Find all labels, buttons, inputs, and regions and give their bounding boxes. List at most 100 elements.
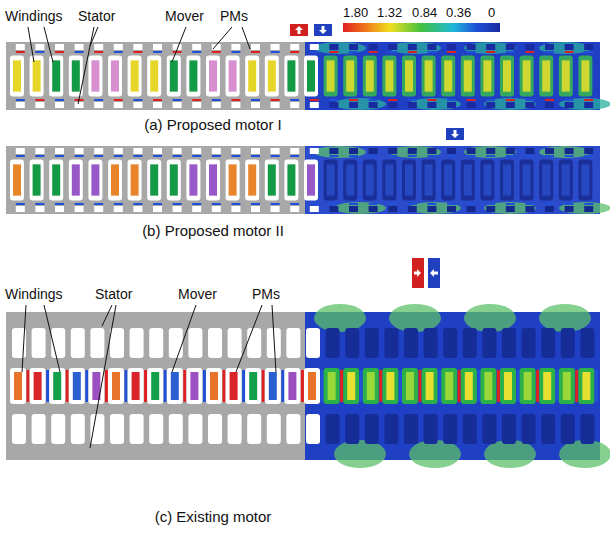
stator-notch: [94, 102, 103, 108]
permanent-magnet: [349, 203, 358, 205]
winding: [385, 60, 393, 91]
stator-slot: [247, 414, 261, 444]
stator-notch: [133, 44, 142, 50]
winding: [465, 372, 473, 400]
permanent-magnet: [565, 155, 574, 157]
permanent-magnet: [301, 370, 304, 402]
stator-notch: [35, 206, 44, 212]
stator-notch: [114, 148, 123, 154]
permanent-magnet: [212, 99, 221, 101]
winding: [307, 60, 315, 91]
scale-value: 0: [488, 5, 495, 21]
winding: [385, 164, 393, 195]
winding: [189, 60, 197, 91]
permanent-magnet: [486, 99, 495, 101]
stator-notch: [565, 206, 574, 212]
stator-notch: [251, 148, 260, 154]
permanent-magnet: [75, 51, 84, 53]
winding: [581, 164, 589, 195]
mover-slot: [69, 368, 85, 404]
mover-slot: [324, 56, 338, 97]
mover-slot: [559, 56, 573, 97]
permanent-magnet: [183, 370, 186, 402]
permanent-magnet: [114, 99, 123, 101]
permanent-magnet: [46, 370, 49, 402]
stator-notch: [35, 148, 44, 154]
winding: [445, 372, 453, 400]
magnet-icon: [314, 24, 332, 36]
winding: [248, 60, 256, 91]
mover-slot: [363, 368, 379, 404]
permanent-magnet: [223, 370, 226, 402]
flux-patch: [464, 146, 516, 158]
permanent-magnet: [153, 51, 162, 53]
mover-slot: [343, 160, 357, 201]
stator-notch: [153, 102, 162, 108]
mover-slot: [30, 368, 46, 404]
leader-line: [102, 305, 112, 326]
stator-notch: [427, 148, 436, 154]
mover-slot: [167, 368, 183, 404]
stator-slot: [169, 414, 183, 444]
permanent-magnet: [173, 203, 182, 205]
mover-slot: [49, 368, 65, 404]
permanent-magnet: [321, 370, 324, 402]
mover-slot: [108, 368, 124, 404]
stator-notch: [447, 206, 456, 212]
mover-slot: [226, 368, 242, 404]
stator-slot: [228, 414, 242, 444]
permanent-magnet: [94, 155, 103, 157]
permanent-magnet: [16, 155, 25, 157]
stator-notch: [467, 206, 476, 212]
winding: [73, 372, 81, 400]
permanent-magnet: [545, 51, 554, 53]
stator-notch: [133, 102, 142, 108]
mover-slot: [441, 56, 455, 97]
stator-notch: [545, 44, 554, 50]
stator-notch: [369, 102, 378, 108]
winding: [131, 60, 139, 91]
permanent-magnet: [447, 203, 456, 205]
permanent-magnet: [408, 51, 417, 53]
permanent-magnet: [105, 370, 108, 402]
permanent-magnet: [94, 203, 103, 205]
permanent-magnet: [281, 370, 284, 402]
permanent-magnet: [27, 370, 30, 402]
mover-slot: [343, 368, 359, 404]
stator-notch: [55, 44, 64, 50]
mover-slot: [539, 368, 555, 404]
flux-patch: [389, 304, 441, 332]
mover-slot: [284, 56, 298, 97]
permanent-magnet: [329, 99, 338, 101]
flux-patch: [334, 202, 386, 214]
stator-slot: [188, 414, 202, 444]
mover-slot: [480, 368, 496, 404]
mover-slot: [382, 56, 396, 97]
winding: [523, 164, 531, 195]
stator-notch: [231, 102, 240, 108]
winding: [248, 164, 256, 195]
permanent-magnet: [506, 51, 515, 53]
stator-slot: [149, 414, 163, 444]
permanent-magnet: [16, 99, 25, 101]
mover-slot: [500, 160, 514, 201]
mover-slot: [304, 368, 320, 404]
stator-notch: [133, 206, 142, 212]
winding: [367, 372, 375, 400]
permanent-magnet: [125, 370, 128, 402]
stator-slot: [90, 414, 104, 444]
mover-slot: [520, 56, 534, 97]
mover-slot: [461, 56, 475, 97]
permanent-magnet: [85, 370, 88, 402]
mover-slot: [167, 56, 181, 97]
permanent-magnet: [290, 155, 299, 157]
stator-notch: [565, 44, 574, 50]
stator-slot: [522, 328, 536, 358]
mover-slot: [578, 56, 592, 97]
magnet-icon: [412, 258, 424, 288]
stator-notch: [525, 44, 534, 50]
permanent-magnet: [595, 370, 598, 402]
stator-slot: [482, 328, 496, 358]
mover-slot: [10, 56, 24, 97]
